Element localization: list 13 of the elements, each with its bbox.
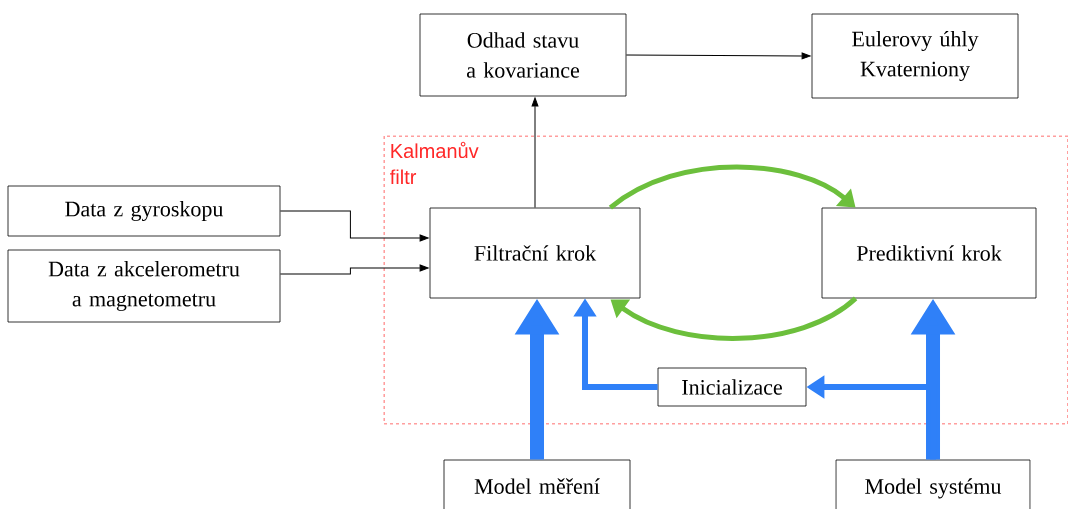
process-box: Eulerovy úhly Kvaterniony (811, 13, 1019, 99)
process-box: Prediktivní krok (821, 207, 1037, 299)
process-box: Filtrační krok (429, 207, 641, 299)
process-box: Data z gyroskopu (7, 185, 281, 237)
process-box: Inicializace (657, 367, 807, 407)
arrow (279, 210, 429, 242)
process-box: Data z akcelerometru a magnetometru (7, 249, 281, 323)
arrow (279, 264, 429, 275)
process-box: Model systému (835, 459, 1031, 509)
process-box: Odhad stavu a kovariance (419, 13, 627, 97)
process-box: Model měření (443, 459, 631, 509)
arrow (531, 97, 539, 209)
arrow (625, 52, 811, 60)
